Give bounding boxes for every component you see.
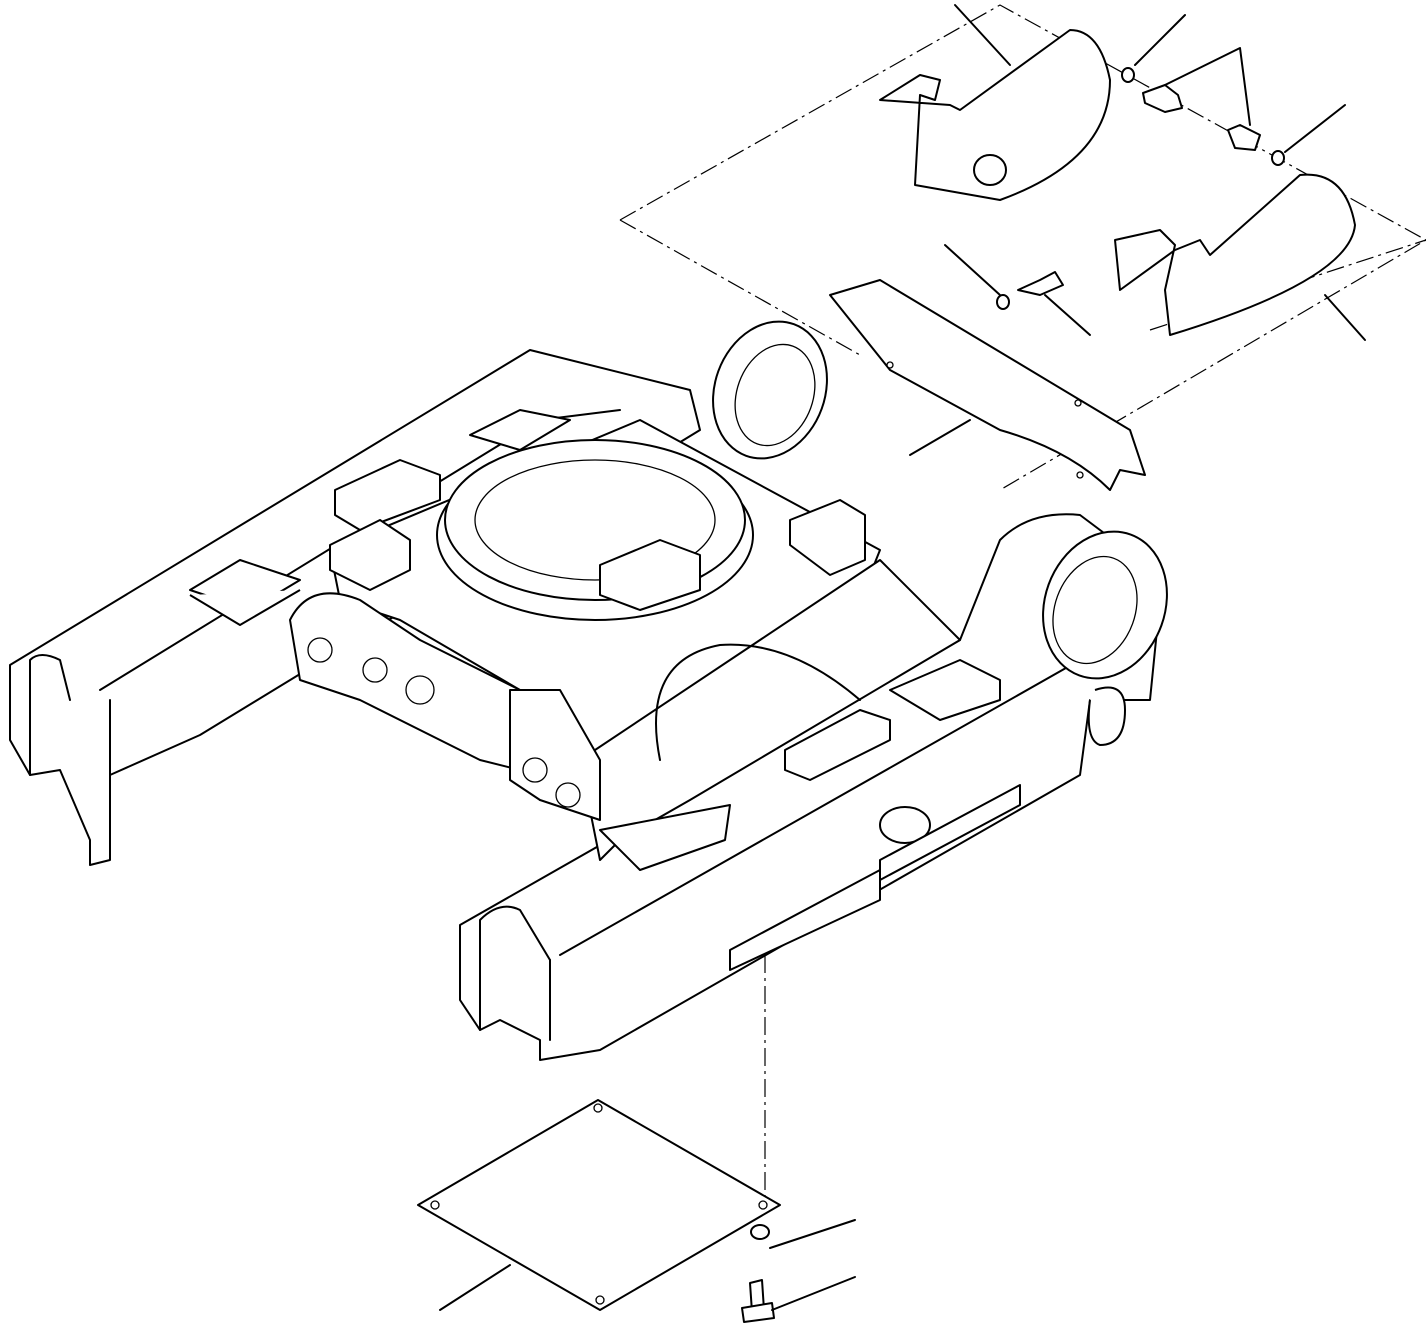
track-frame [9,320,1168,1061]
access-plate [417,1099,781,1311]
leader-lines [439,4,1366,1311]
fasteners [741,67,1285,1323]
cover-plate-center [829,279,1146,491]
sprocket-cover-upper [879,29,1111,201]
sprocket-cover-lower [1114,173,1356,336]
